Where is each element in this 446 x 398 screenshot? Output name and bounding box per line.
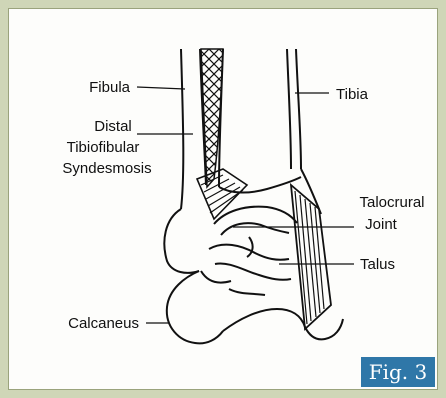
figure-badge: Fig. 3 [361, 357, 435, 387]
syndesmosis-ligament [197, 169, 247, 219]
label-distal-2: Tibiofibular [67, 139, 140, 156]
tibia-bone [219, 49, 321, 214]
label-talocrural-2: Joint [365, 216, 398, 233]
label-calcaneus: Calcaneus [68, 315, 139, 332]
figure-panel: Fibula Tibia Distal Tibiofibular Syndesm… [8, 8, 438, 390]
label-fibula: Fibula [89, 79, 131, 96]
ankle-diagram: Fibula Tibia Distal Tibiofibular Syndesm… [9, 9, 438, 390]
leader-lines [137, 87, 354, 323]
label-distal-1: Distal [94, 118, 132, 135]
fibula-bone [164, 49, 206, 273]
label-tibia: Tibia [336, 86, 369, 103]
label-talus: Talus [360, 256, 395, 273]
label-talocrural-1: Talocrural [359, 194, 424, 211]
deltoid-ligament [291, 185, 331, 329]
label-distal-3: Syndesmosis [62, 160, 151, 177]
